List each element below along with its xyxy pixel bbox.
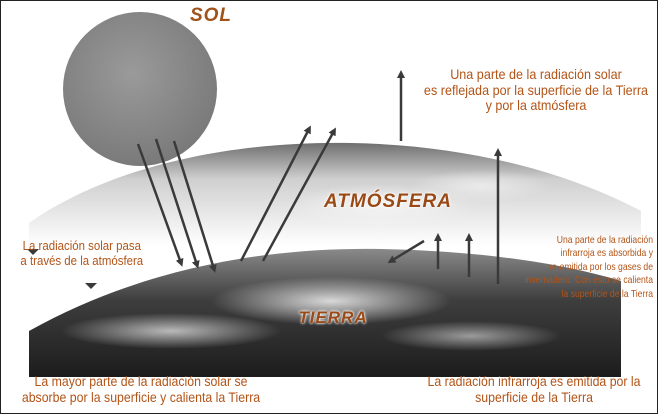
incoming-solar-arrow-2 [154, 138, 200, 269]
caption-absorbed-line-2: infrarroja es absorbida y [560, 247, 653, 260]
caption-absorbed-ir: Una parte de la radiación infrarroja es … [522, 234, 653, 301]
caption-absorbed-line-3: re-emitida por los gases de [549, 260, 653, 273]
caption-absorbed-line-4: invernadero. Con esto se calienta [524, 274, 653, 287]
caption-absorbed-line-1: Una parte de la radiación [556, 234, 653, 246]
earth-cloud-2 [61, 313, 281, 349]
caption-reflected-line-3: y por la atmósfera [485, 97, 587, 114]
earth-cloud [211, 277, 451, 325]
ir-reemitted-arrow [387, 239, 425, 264]
caption-surface-absorbs: La mayor parte de la radiación solar se … [9, 373, 273, 405]
caption-reflected-line-1: Una parte de la radiación solar [450, 66, 622, 82]
atmosphere-title: ATMÓSFERA [324, 191, 452, 212]
sun [63, 12, 217, 166]
earth-title: TIERRA [298, 308, 368, 327]
atmosphere-cloud-2 [411, 170, 551, 202]
reflected-arrow-1 [239, 125, 311, 262]
reflected-arrow-2 [261, 127, 336, 262]
caption-passes-line-2: a través de la atmósfera [20, 252, 144, 268]
caption-reflected-line-2: es reflejada por la superficie de la Tie… [423, 81, 649, 98]
earth-cloud-3 [381, 321, 561, 351]
bullet-pass [27, 249, 39, 255]
caption-surface-line-2: absorbe por la superficie y calienta la … [21, 388, 261, 405]
caption-surface-line-1: La mayor parte de la radiación solar se [34, 373, 248, 389]
caption-passes-line-1: La radiación solar pasa [22, 238, 141, 253]
caption-absorbed-line-5: la superficie de la Tierra [561, 287, 653, 300]
caption-ir-emitted: La radiación infrarroja es emitida por l… [409, 373, 657, 405]
incoming-solar-arrow-3 [172, 140, 217, 273]
bullet-pass-2 [85, 283, 97, 289]
caption-emitted-line-2: superficie de la Tierra [475, 388, 593, 405]
caption-reflected: Una parte de la radiación solar es refle… [423, 66, 649, 114]
caption-emitted-line-1: La radiación infrarroja es emitida por l… [427, 373, 641, 389]
caption-passes-atmosphere: La radiación solar pasa a través de la a… [7, 238, 157, 268]
sun-title: SOL [189, 5, 233, 26]
incoming-solar-arrow-1 [136, 143, 184, 267]
